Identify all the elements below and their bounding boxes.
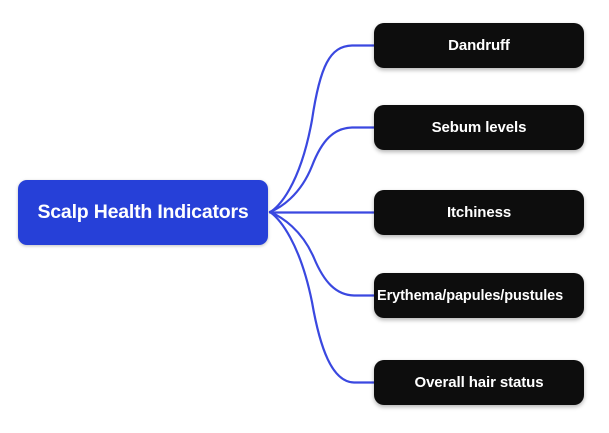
leaf-node-erythema-papules-pustules[interactable]: Erythema/papules/pustules (374, 273, 584, 318)
leaf-node-sebum-levels[interactable]: Sebum levels (374, 105, 584, 150)
leaf-node-label: Dandruff (448, 37, 510, 54)
leaf-node-overall-hair-status[interactable]: Overall hair status (374, 360, 584, 405)
root-node-label: Scalp Health Indicators (37, 201, 249, 223)
connector-to-overall-hair-status (268, 210, 378, 384)
leaf-node-label: Overall hair status (414, 374, 544, 391)
leaf-node-label: Erythema/papules/pustules (377, 287, 564, 304)
leaf-node-dandruff[interactable]: Dandruff (374, 23, 584, 68)
leaf-node-itchiness[interactable]: Itchiness (374, 190, 584, 235)
leaf-node-label: Sebum levels (431, 119, 527, 136)
root-node[interactable]: Scalp Health Indicators (18, 180, 268, 245)
connector-to-dandruff (268, 44, 378, 214)
connector-to-sebum-levels (268, 126, 378, 214)
connector-to-erythema (268, 210, 378, 297)
leaf-node-label: Itchiness (446, 204, 512, 221)
